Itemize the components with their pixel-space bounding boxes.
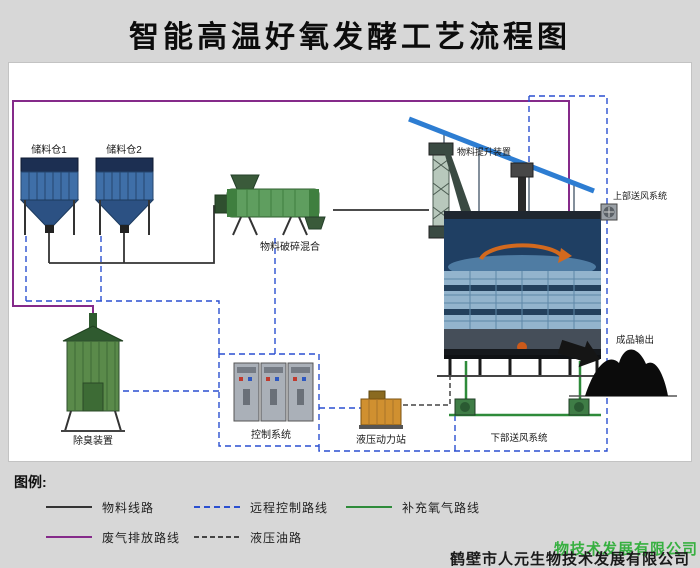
legend-item-oxygen: 补充氧气路线 (344, 500, 481, 515)
legend-label: 远程控制路线 (250, 500, 329, 515)
control-system: 控制系统 (233, 362, 314, 441)
product-output-label: 成品输出 (616, 334, 654, 346)
crusher-mixer: 物料破碎混合 (214, 174, 326, 253)
material-route (48, 205, 429, 264)
oxygen-line-sample (346, 506, 392, 508)
control-system-label: 控制系统 (251, 428, 291, 441)
fan-icon (460, 402, 470, 412)
waste-gas-route (12, 100, 570, 325)
hydraulic-oil-route (403, 373, 451, 406)
material-line-sample (46, 506, 92, 508)
deodorizer-label: 除臭装置 (73, 434, 113, 447)
fermentation-tank (437, 162, 611, 377)
legend-title: 图例: (14, 474, 47, 490)
agitator-shaft (518, 175, 526, 219)
hydraulic-station: 液压动力站 (356, 390, 406, 446)
product-pile (585, 349, 668, 396)
lower-air-label: 下部送风系统 (490, 432, 548, 444)
roof-beam (408, 116, 595, 194)
hopper1-label: 储料仓1 (31, 143, 67, 156)
storage-hopper-1: 储料仓1 (19, 143, 80, 235)
fan-icon (574, 402, 584, 412)
remote-control-line-sample (194, 506, 240, 508)
deodorizer: 除臭装置 (61, 313, 125, 447)
control-zone-dashed-box (218, 353, 320, 447)
tank-legs (448, 359, 599, 375)
legend: 图例: 物料线路 远程控制路线 补充氧气路线 废气排放路线 (0, 468, 700, 568)
company-name: 鹤壁市人元生物技术发展有限公司 (449, 551, 690, 568)
legend-item-remote-control: 远程控制路线 (192, 500, 329, 515)
hydraulic-station-label: 液压动力站 (356, 433, 406, 446)
material-lift-label: 物料提升装置 (457, 146, 511, 157)
agitator-arrow (479, 243, 563, 260)
legend-label: 补充氧气路线 (402, 500, 481, 515)
page-title: 智能高温好氧发酵工艺流程图 (129, 21, 571, 54)
legend-label: 液压油路 (250, 530, 303, 545)
upper-air-label: 上部送风系统 (613, 190, 667, 201)
material-lift: 物料提升装置 (428, 142, 511, 239)
hopper2-label: 储料仓2 (106, 143, 142, 156)
product-output: 成品输出 (557, 334, 677, 397)
crusher-label: 物料破碎混合 (260, 240, 320, 253)
lower-air-system: 下部送风系统 (454, 398, 590, 444)
storage-hopper-2: 储料仓2 (94, 143, 155, 235)
process-diagram: 储料仓1 储料仓2 物料破碎 (12, 95, 677, 452)
legend-item-hydraulic-oil: 液压油路 (192, 530, 303, 545)
legend-item-waste-gas: 废气排放路线 (44, 530, 181, 545)
hydraulic-oil-line-sample (194, 536, 240, 538)
company-watermark: 物技术发展有限公司 (553, 541, 698, 558)
agitator-motor (510, 162, 534, 178)
remote-control-route (25, 95, 608, 452)
legend-item-material: 物料线路 (44, 500, 155, 515)
legend-label: 物料线路 (102, 500, 155, 515)
diagram-panel: 储料仓1 储料仓2 物料破碎 (8, 62, 692, 462)
legend-label: 废气排放路线 (102, 530, 181, 545)
oxygen-route (449, 211, 601, 417)
waste-gas-line-sample (46, 536, 92, 538)
upper-air-blower: 上部送风系统 (600, 190, 667, 221)
output-arrow (557, 339, 600, 368)
